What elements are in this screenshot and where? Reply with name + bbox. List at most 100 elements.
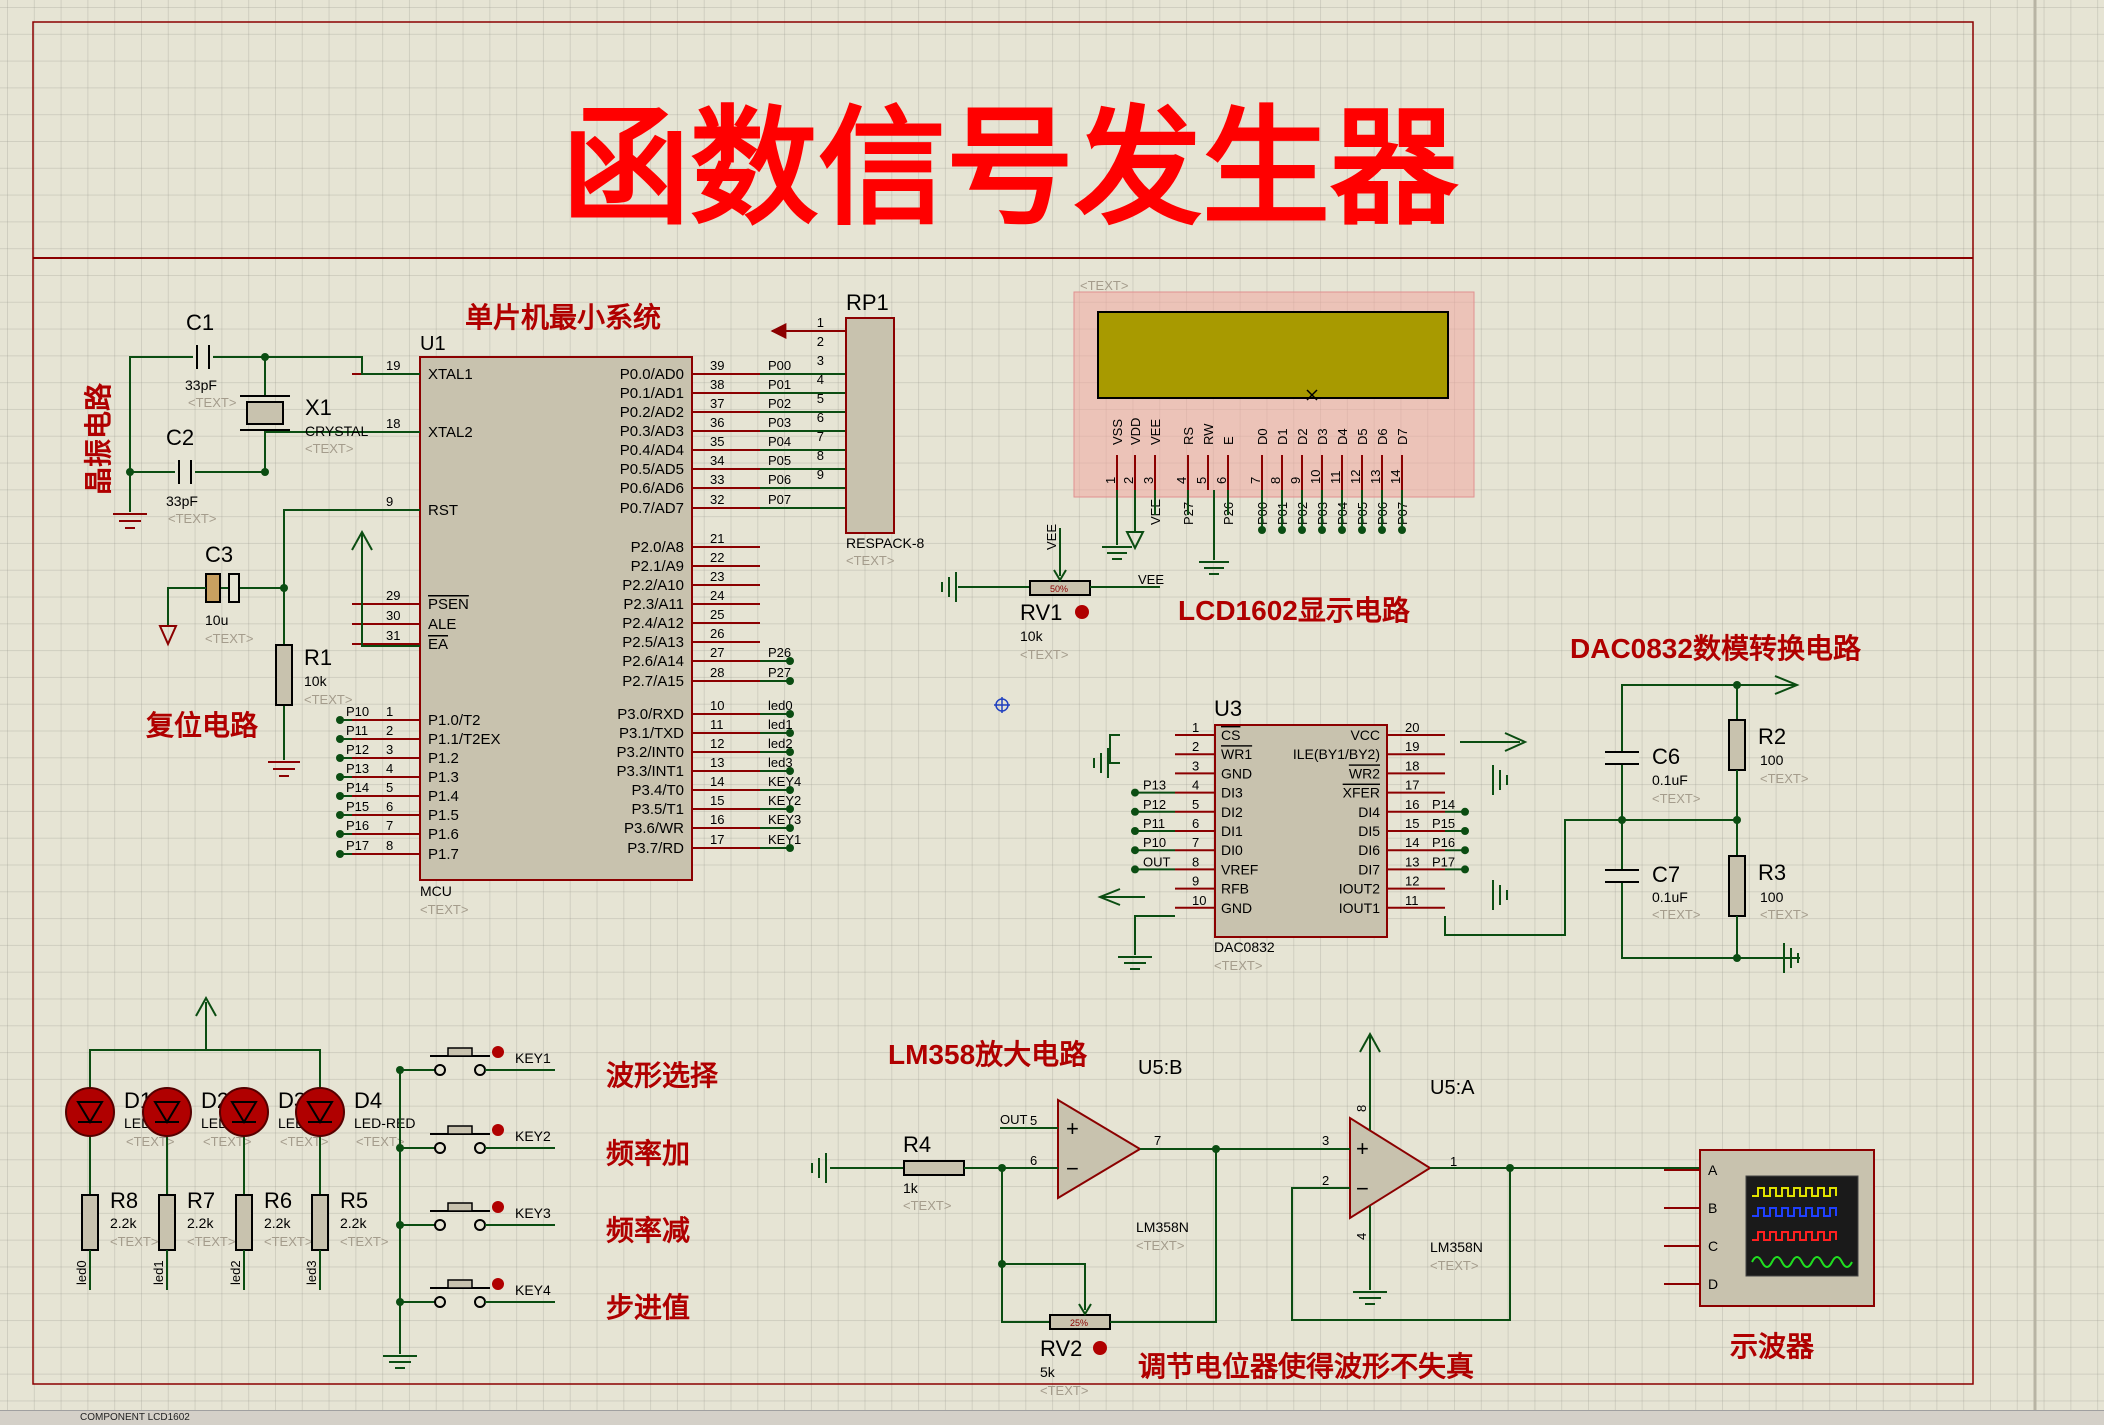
reset-circuit[interactable]: 复位电路 R1 10k <TEXT> C3 10u <TEXT> bbox=[146, 509, 420, 777]
potentiometer-rv1[interactable]: 50% VEE VEE RV1 10k <TEXT> bbox=[941, 524, 1164, 662]
r3-ref: R3 bbox=[1758, 860, 1786, 885]
mcu-pin-net: KEY3 bbox=[768, 812, 801, 827]
scope-trace-d bbox=[1751, 1256, 1853, 1268]
rv2-text-placeholder: <TEXT> bbox=[1040, 1383, 1088, 1398]
mcu-pin-name: RST bbox=[428, 502, 458, 519]
led-body bbox=[295, 1087, 345, 1137]
ground-icon bbox=[1783, 943, 1799, 973]
respack-text-placeholder: <TEXT> bbox=[846, 553, 894, 568]
crystal-circuit[interactable]: 晶振电路 C1 33pF <TEXT> C2 33pF <TEXT> X1 CR… bbox=[83, 310, 420, 529]
mcu-u1[interactable]: U1 MCU <TEXT> 单片机最小系统 19XTAL118XTAL29RST… bbox=[336, 301, 846, 917]
dac-pin-net: P16 bbox=[1432, 835, 1455, 850]
c6-ref: C6 bbox=[1652, 744, 1680, 769]
mcu-pin-name: P2.6/A14 bbox=[622, 653, 684, 670]
mcu-pin-number: 21 bbox=[710, 531, 724, 546]
key-ref: KEY3 bbox=[515, 1205, 551, 1221]
respack-pin-number: 2 bbox=[817, 334, 824, 349]
dac-pin-name: DI4 bbox=[1358, 804, 1380, 820]
net-junction bbox=[1131, 846, 1139, 855]
ground-icon bbox=[1199, 561, 1229, 575]
adjust-section-label: 调节电位器使得波形不失真 bbox=[1138, 1350, 1474, 1382]
mcu-pin-number: 1 bbox=[386, 704, 393, 719]
c3-gnd-wire bbox=[167, 587, 206, 625]
lcd1602-display[interactable]: <TEXT> LCD1602显示电路 VSS1VDD2VEE3VEERS4P27… bbox=[1073, 278, 1475, 626]
key-cap bbox=[447, 1202, 473, 1212]
c2-value: 33pF bbox=[166, 493, 198, 509]
mcu-pin-number: 10 bbox=[710, 698, 724, 713]
dac-pin-net: P15 bbox=[1432, 816, 1455, 831]
key-junction bbox=[396, 1298, 404, 1306]
mcu-pin-name: P2.0/A8 bbox=[631, 539, 684, 556]
dac-pin-name: DI1 bbox=[1221, 823, 1243, 839]
output-filter[interactable]: C6 0.1uF <TEXT> C7 0.1uF <TEXT> R2 100 <… bbox=[1605, 675, 1808, 973]
r3-text-placeholder: <TEXT> bbox=[1760, 907, 1808, 922]
mcu-pin-number: 33 bbox=[710, 472, 724, 487]
mcu-pin-number: 9 bbox=[386, 494, 393, 509]
dac-pin-number: 17 bbox=[1405, 778, 1419, 793]
mcu-pin-name: EA bbox=[428, 636, 448, 653]
c1-value: 33pF bbox=[185, 377, 217, 393]
scope-trace-c bbox=[1752, 1231, 1837, 1241]
net-junction bbox=[336, 716, 344, 724]
junction bbox=[1212, 1145, 1220, 1153]
key-contact-icon bbox=[474, 1142, 486, 1154]
led-text-placeholder: <TEXT> bbox=[126, 1134, 174, 1149]
key-contact-icon bbox=[434, 1064, 446, 1076]
mcu-pin-number: 35 bbox=[710, 434, 724, 449]
rv2-percent: 25% bbox=[1070, 1318, 1088, 1328]
c6-text-placeholder: <TEXT> bbox=[1652, 791, 1700, 806]
respack-pin-number: 4 bbox=[817, 372, 824, 387]
x1-ref: X1 bbox=[305, 395, 332, 420]
dac-pin-name: IOUT1 bbox=[1339, 900, 1380, 916]
led-resistor-body bbox=[158, 1194, 176, 1251]
mcu-pin-name: XTAL2 bbox=[428, 424, 473, 441]
led-text-placeholder: <TEXT> bbox=[280, 1134, 328, 1149]
dac-pin-name: DI5 bbox=[1358, 823, 1380, 839]
mcu-pin-number: 31 bbox=[386, 628, 400, 643]
dac-pin-name: GND bbox=[1221, 765, 1252, 781]
net-junction bbox=[786, 677, 794, 685]
opamp-a-pin3: 3 bbox=[1322, 1133, 1329, 1148]
rv2-probe-icon bbox=[1093, 1341, 1107, 1355]
mcu-pin-net: led3 bbox=[768, 755, 793, 770]
c2-ref: C2 bbox=[166, 425, 194, 450]
led-indicators[interactable]: D1LED-RED<TEXT>R82.2k<TEXT>led0D2LED-RED… bbox=[65, 995, 415, 1290]
net-junction bbox=[336, 792, 344, 800]
dac-pin-number: 5 bbox=[1192, 797, 1199, 812]
c2-text-placeholder: <TEXT> bbox=[168, 511, 216, 526]
dac-pin-name: CS bbox=[1221, 727, 1240, 743]
mcu-pin-number: 7 bbox=[386, 818, 393, 833]
lcd-pin-number: 3 bbox=[1141, 477, 1156, 484]
dac-pin-number: 2 bbox=[1192, 739, 1199, 754]
r2-text-placeholder: <TEXT> bbox=[1760, 771, 1808, 786]
mcu-pin-number: 14 bbox=[710, 774, 724, 789]
led-resistor-body bbox=[311, 1194, 329, 1251]
scope-channel-label: D bbox=[1708, 1276, 1718, 1292]
dac-ref: U3 bbox=[1214, 696, 1242, 721]
led-resistor-ref: R5 bbox=[340, 1188, 368, 1213]
r2-body bbox=[1728, 719, 1746, 771]
c3-text-placeholder: <TEXT> bbox=[205, 631, 253, 646]
dac-pin-name: DI0 bbox=[1221, 842, 1243, 858]
key-function-label: 波形选择 bbox=[606, 1060, 719, 1091]
mcu-pin-name: P1.5 bbox=[428, 807, 459, 824]
dac-pin-name: GND bbox=[1221, 900, 1252, 916]
key-function-label: 频率加 bbox=[606, 1137, 690, 1169]
mcu-name: MCU bbox=[420, 883, 452, 899]
mcu-pin-net: P14 bbox=[346, 780, 369, 795]
dac-pin-name: ILE(BY1/BY2) bbox=[1293, 746, 1380, 762]
mcu-pin-number: 5 bbox=[386, 780, 393, 795]
lcd-pin-number: 12 bbox=[1348, 470, 1363, 484]
opamp-a-name: LM358N bbox=[1430, 1239, 1483, 1255]
mcu-pin-name: P3.2/INT0 bbox=[616, 744, 684, 761]
xtal1-wire bbox=[129, 356, 420, 472]
junction bbox=[1618, 816, 1626, 824]
r3-body bbox=[1728, 855, 1746, 917]
lm358-amplifier[interactable]: LM358放大电路 调节电位器使得波形不失真 U5:B LM358N <TEXT… bbox=[811, 1031, 1700, 1398]
